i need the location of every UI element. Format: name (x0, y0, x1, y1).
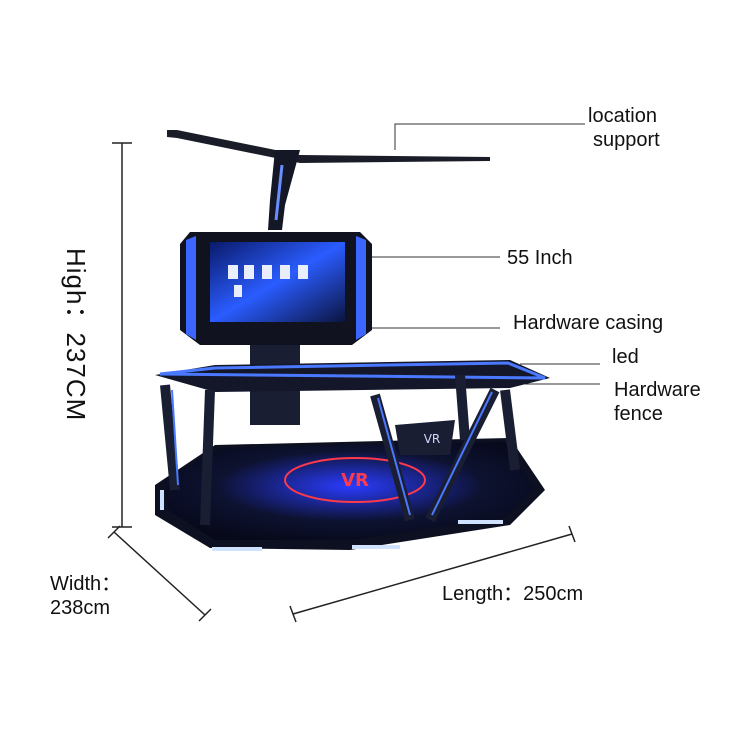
label-width-value: 238cm (50, 597, 111, 619)
screen-tiles (228, 265, 308, 297)
led-strips-base (160, 490, 503, 551)
label-support: support (593, 129, 660, 151)
fence-vr-logo: VR (424, 432, 441, 446)
label-55-inch: 55 Inch (507, 247, 573, 269)
55-inch-screen (210, 242, 345, 322)
label-hardware-casing: Hardware casing (513, 312, 664, 334)
label-location: location (588, 105, 657, 127)
label-fence: fence (614, 403, 663, 425)
dimension-lines (107, 142, 576, 623)
hardware-fence: VR (155, 360, 550, 526)
label-hardware: Hardware (614, 379, 701, 401)
platform-base: VR (155, 438, 545, 551)
floor-logo-ring (284, 457, 426, 503)
label-led: led (612, 346, 639, 368)
label-length: Length：250cm (442, 583, 584, 605)
label-height: High：237CM (61, 248, 91, 422)
label-width-title: Width： (50, 573, 122, 595)
floor-vr-logo: VR (341, 470, 369, 491)
location-support-arm (167, 130, 490, 230)
